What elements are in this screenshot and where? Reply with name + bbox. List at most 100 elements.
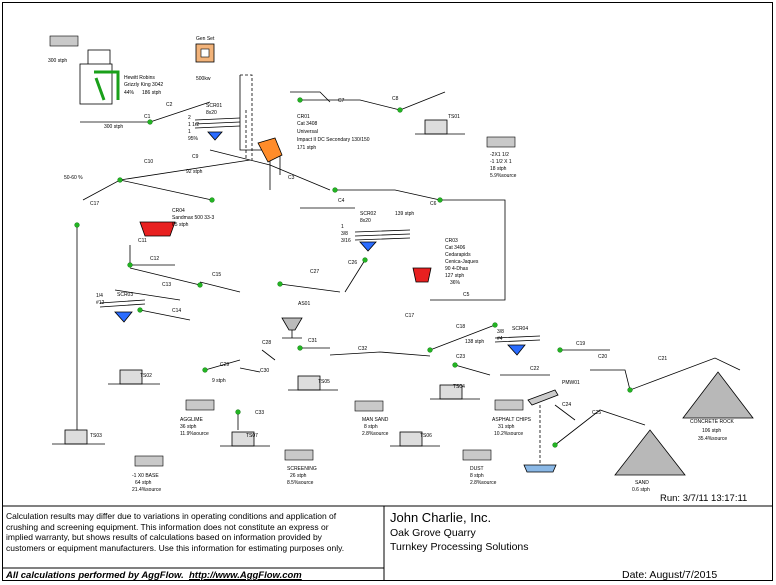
label-c5: C5 [463, 292, 470, 298]
company-name: John Charlie, Inc. [390, 510, 492, 525]
node-dot [127, 262, 133, 268]
cr01-desc: Impact II DC Secondary 130/150 [297, 137, 370, 143]
ts04-source: 10.2%source [494, 431, 523, 437]
ts02-source: 11.9%source [180, 431, 209, 437]
feeder-body [79, 63, 113, 105]
aggflow-credit: All calculations performed by AggFlow. h… [6, 570, 302, 581]
truck-icon [494, 399, 524, 411]
concrete-rock-pile [682, 371, 754, 419]
node-dot [235, 409, 241, 415]
feeder-bypass: 186 stph [142, 90, 161, 96]
conveyor-c14 [139, 309, 191, 321]
run-timestamp: Run: 3/7/11 13:17:11 [660, 493, 748, 504]
label-c32: C32 [358, 346, 367, 352]
scr03-decks [99, 299, 146, 308]
water-pond [523, 464, 557, 473]
feeder-grizzly [94, 70, 120, 100]
conveyor-c15 [199, 281, 241, 293]
node-dot [209, 197, 215, 203]
scr03-deck: 1/4 [96, 293, 103, 299]
conveyor-c24 [554, 404, 576, 421]
node-dot [397, 107, 403, 113]
concrete-rate: 106 stph [702, 428, 721, 434]
node-dot [202, 367, 208, 373]
c1-rate: 300 stph [104, 124, 123, 130]
conveyor-c32 [329, 351, 431, 357]
label-c7: C7 [338, 98, 345, 104]
as01-name: AS01 [298, 301, 310, 307]
scr02-deck: 1 [341, 224, 344, 230]
pmw01-name: PMW01 [562, 380, 580, 386]
scr02-hopper [359, 241, 377, 252]
disclaimer-line: Calculation results may differ due to va… [6, 511, 337, 521]
label-c10: C10 [144, 159, 153, 165]
label-c28: C28 [262, 340, 271, 346]
node-dot [277, 281, 283, 287]
ts01-name: TS01 [448, 114, 460, 120]
ts02-product: AGGLIME [180, 417, 203, 423]
label-c20: C20 [598, 354, 607, 360]
scr02-decks [354, 229, 411, 241]
cr03-name: CR03 [445, 238, 458, 244]
conveyor-c2 [149, 101, 211, 123]
ts06-name: TS06 [420, 433, 432, 439]
cr03-desc2: 90 4-Dhas [445, 266, 469, 272]
node-dot [437, 197, 443, 203]
label-c19: C19 [576, 341, 585, 347]
scr04-decks [494, 335, 541, 343]
conveyor-c12 [129, 267, 201, 286]
conveyor-c11 [129, 245, 175, 266]
label-c13: C13 [162, 282, 171, 288]
scr03-hopper [114, 311, 133, 323]
ts05-rate: 8 stph [364, 424, 378, 430]
split-5060: 50-60 % [64, 175, 83, 181]
conveyor-c8 [399, 91, 446, 111]
scr04-name: SCR04 [512, 326, 528, 332]
conveyor-c18 [429, 324, 496, 351]
disclaimer: Calculation results may differ due to va… [6, 511, 344, 553]
label-c3: C3 [288, 175, 295, 181]
ts03-screen [64, 429, 88, 445]
conveyor-c6 [335, 189, 441, 201]
concrete-source: 35.4%source [698, 436, 727, 442]
feed-rate: 300 stph [48, 58, 67, 64]
node-dot [297, 345, 303, 351]
belt-to-cr01 [290, 91, 331, 103]
label-c15: C15 [212, 272, 221, 278]
scr01-size: 8x20 [206, 110, 217, 116]
scr01-deck: 1 1/2 [188, 122, 199, 128]
feeder-name: Hewitt Robins [124, 75, 155, 81]
scr01-deck: 1 [188, 129, 191, 135]
label-c9: C9 [192, 154, 199, 160]
pmw01-washer [527, 389, 559, 406]
scr03-deck: #12 [96, 300, 105, 306]
scr02-size: 8x20 [360, 218, 371, 224]
company-tagline: Turnkey Processing Solutions [390, 541, 529, 553]
feeder-split: 44% [124, 90, 135, 96]
cr01-name: CR01 [297, 114, 310, 120]
scr02-name: SCR02 [360, 211, 376, 217]
label-c30: C30 [260, 368, 269, 374]
label-c24: C24 [562, 402, 571, 408]
label-c17: C17 [90, 201, 99, 207]
ts02-name: TS02 [140, 373, 152, 379]
label-c29: C29 [220, 362, 229, 368]
ts01-product: -2X1 1/2 [490, 152, 509, 158]
cr03-maker: Cedarapids [445, 252, 471, 258]
scr02-deck: 3/16 [341, 238, 351, 244]
cr04-rate: 65 stph [172, 222, 189, 228]
label-c18: C18 [456, 324, 465, 330]
report-date: Date: August/7/2015 [622, 569, 718, 581]
sand-pile [614, 429, 686, 476]
label-c2: C2 [166, 102, 173, 108]
label-c14: C14 [172, 308, 181, 314]
rate-9: 9 stph [212, 378, 226, 384]
ts05-name: TS05 [318, 379, 330, 385]
label-c31: C31 [308, 338, 317, 344]
aggflow-link[interactable]: http://www.AggFlow.com [189, 570, 302, 581]
cr03-rate: 127 stph [445, 273, 464, 279]
label-c21: C21 [658, 356, 667, 362]
ts02-rate: 36 stph [180, 424, 197, 430]
node-dot [332, 187, 338, 193]
